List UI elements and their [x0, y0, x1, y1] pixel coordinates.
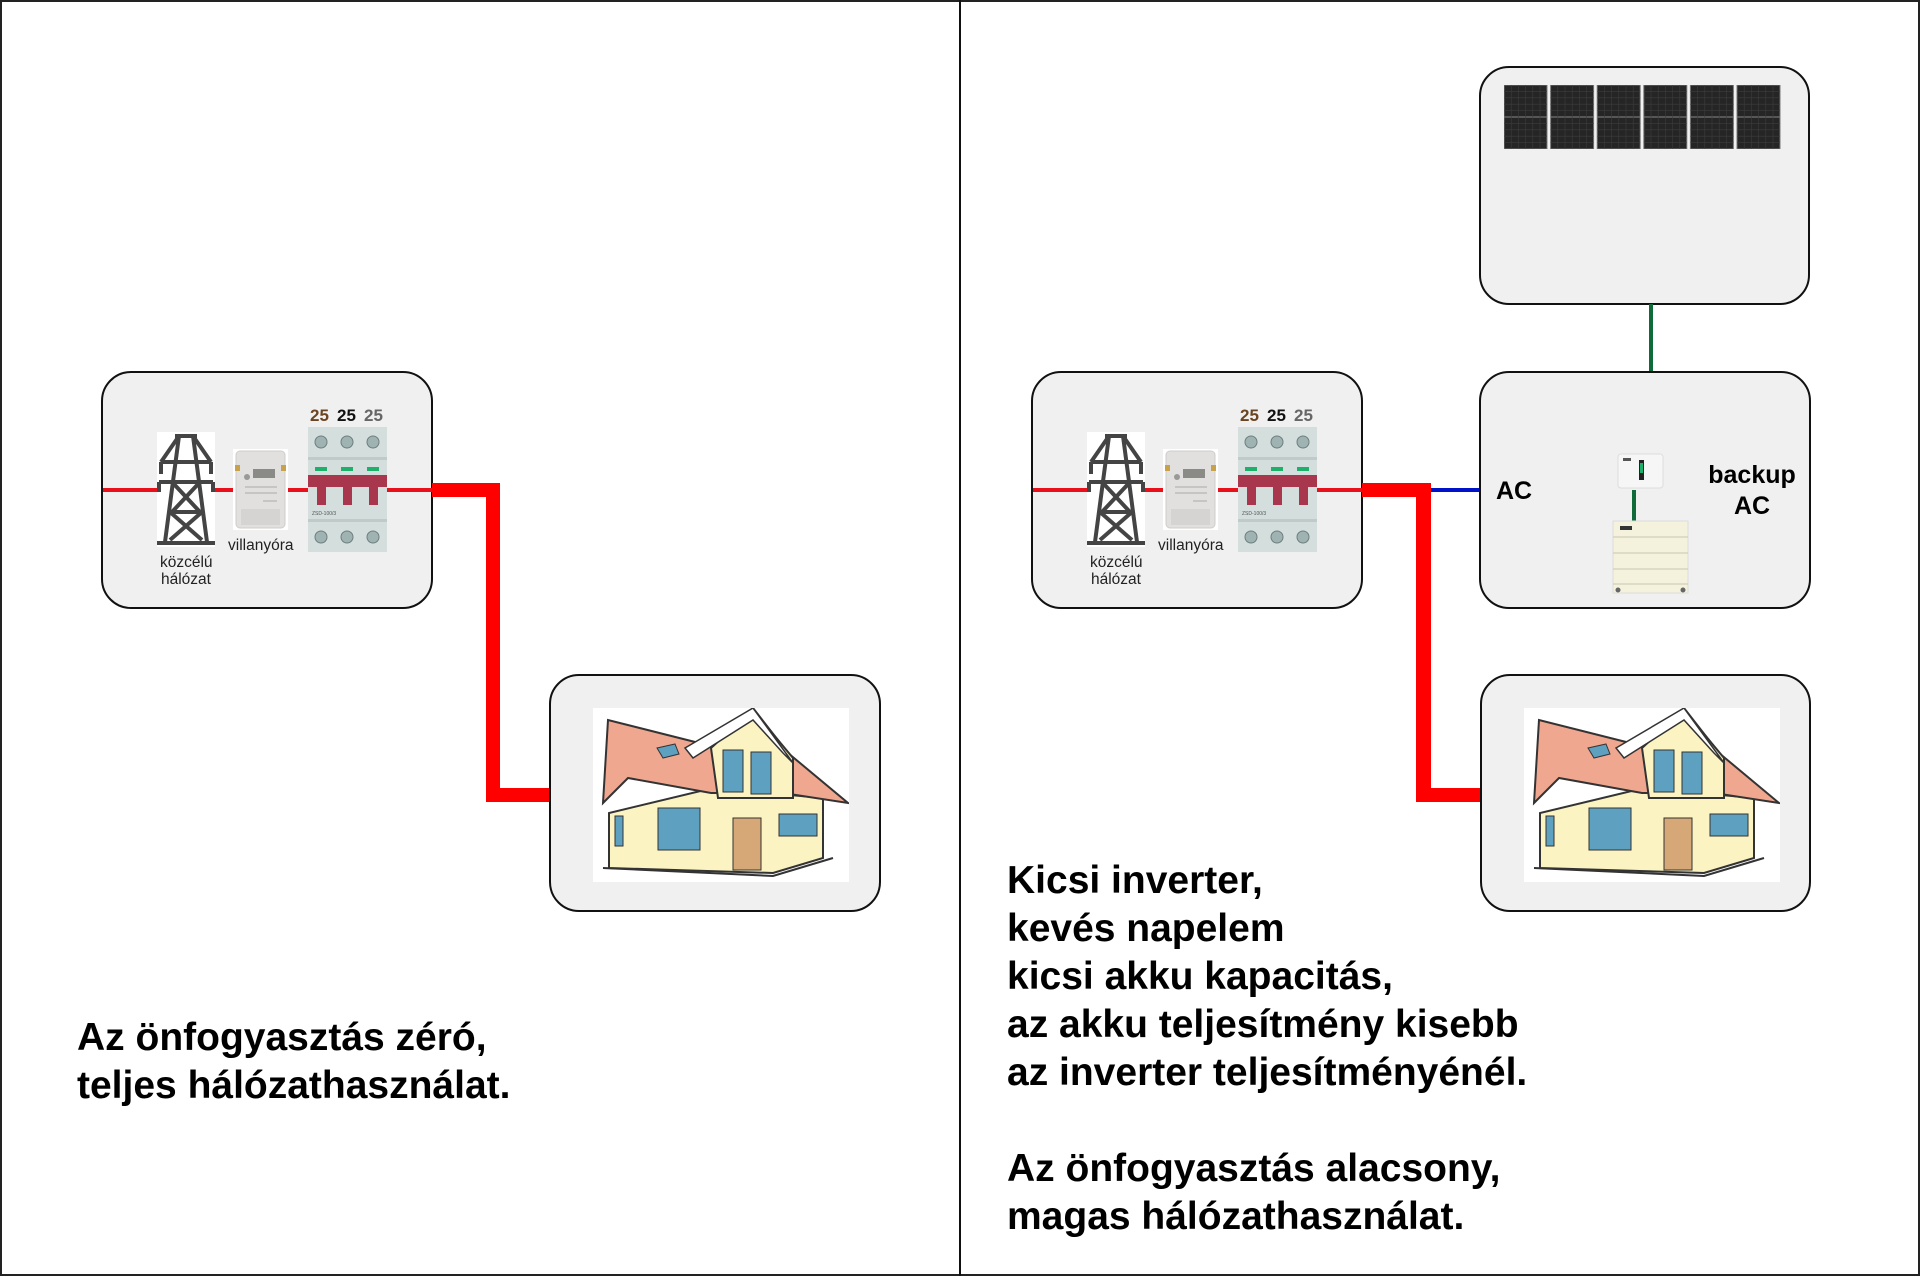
panel-divider — [959, 0, 961, 1276]
grid-label-line1: közcélú — [1090, 554, 1143, 571]
backup-label-line1: backup — [1708, 461, 1796, 489]
right-description-text: Kicsi inverter, kevés napelem kicsi akku… — [1007, 857, 1527, 1241]
main-supply-wire — [1416, 788, 1480, 802]
main-supply-wire — [486, 483, 500, 802]
circuit-breaker-icon: ZSD-100/3 — [308, 427, 387, 552]
main-supply-wire — [1362, 483, 1431, 497]
description-line — [1007, 1097, 1527, 1145]
svg-text:ZSD-100/3: ZSD-100/3 — [1242, 511, 1266, 517]
meter-label: villanyóra — [228, 537, 294, 554]
svg-text:ZSD-100/3: ZSD-100/3 — [312, 511, 336, 517]
grid-label-line2: hálózat — [161, 571, 211, 588]
breaker-rating-2: 25 — [1267, 406, 1286, 425]
description-line: magas hálózathasználat. — [1007, 1195, 1465, 1238]
backup-ac-label: backup AC — [1704, 460, 1800, 522]
house-icon — [1524, 708, 1780, 882]
grid-wire — [1218, 488, 1238, 492]
hybrid-inverter-icon — [1617, 453, 1664, 490]
description-line: az akku teljesítmény kisebb — [1007, 1003, 1519, 1046]
grid-wire — [288, 488, 308, 492]
grid-wire — [103, 488, 157, 492]
grid-wire — [1145, 488, 1163, 492]
grid-wire — [1033, 488, 1087, 492]
ac-label: AC — [1496, 477, 1533, 505]
battery-wire — [1632, 490, 1636, 521]
dc-wire — [1649, 304, 1653, 372]
electricity-meter-icon — [233, 449, 288, 530]
main-supply-wire — [1416, 483, 1431, 802]
breaker-rating-1: 25 — [1240, 406, 1259, 425]
power-pylon-icon — [1087, 432, 1145, 547]
description-line: Kicsi inverter, — [1007, 859, 1263, 902]
breaker-rating-2: 25 — [337, 406, 356, 425]
battery-icon — [1612, 520, 1689, 595]
breaker-rating-3: 25 — [364, 406, 383, 425]
ac-wire — [1431, 488, 1479, 492]
electricity-meter-icon — [1163, 449, 1218, 530]
summary-line: Az önfogyasztás zéró, — [77, 1016, 487, 1059]
description-line: kevés napelem — [1007, 907, 1285, 950]
main-supply-wire — [432, 483, 500, 497]
grid-wire — [215, 488, 233, 492]
breaker-rating-1: 25 — [310, 406, 329, 425]
description-line: Az önfogyasztás alacsony, — [1007, 1147, 1501, 1190]
power-pylon-icon — [157, 432, 215, 547]
left-summary-text: Az önfogyasztás zéró, teljes hálózathasz… — [77, 1014, 510, 1110]
grid-wire — [387, 488, 432, 492]
house-icon — [593, 708, 849, 882]
summary-line: teljes hálózathasználat. — [77, 1064, 511, 1107]
main-supply-wire — [486, 788, 550, 802]
backup-label-line2: AC — [1733, 492, 1771, 520]
grid-wire — [1317, 488, 1362, 492]
grid-label-line1: közcélú — [160, 554, 213, 571]
solar-panels-icon — [1504, 85, 1781, 149]
breaker-rating-3: 25 — [1294, 406, 1313, 425]
grid-label-line2: hálózat — [1091, 571, 1141, 588]
description-line: az inverter teljesítményénél. — [1007, 1051, 1528, 1094]
meter-label: villanyóra — [1158, 537, 1224, 554]
description-line: kicsi akku kapacitás, — [1007, 955, 1393, 998]
circuit-breaker-icon: ZSD-100/3 — [1238, 427, 1317, 552]
